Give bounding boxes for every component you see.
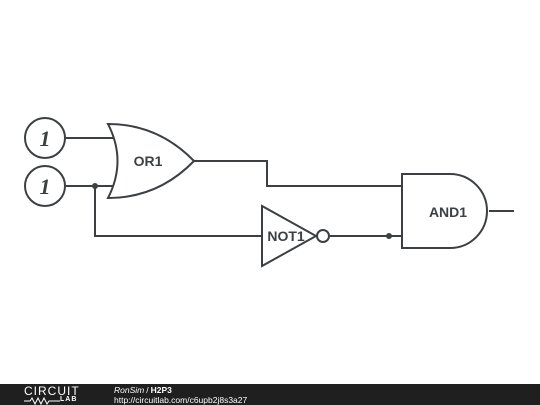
input-source-2[interactable]: 1 <box>24 165 66 207</box>
and-gate-label: AND1 <box>429 204 467 220</box>
or-gate-label: OR1 <box>134 153 163 169</box>
input-source-1[interactable]: 1 <box>24 117 66 159</box>
junction-dot-not-output <box>386 233 392 239</box>
breadcrumb: RonSim/H2P3 <box>114 385 247 395</box>
breadcrumb-separator: / <box>146 385 149 395</box>
or-gate[interactable]: OR1 <box>106 122 196 200</box>
circuit-meta: RonSim/H2P3 http://circuitlab.com/c6upb2… <box>114 385 247 405</box>
resistor-icon <box>24 397 60 405</box>
input-source-2-value: 1 <box>40 174 51 199</box>
circuitlab-logo[interactable]: CIRCUIT LAB <box>24 384 96 405</box>
not-gate[interactable]: NOT1 <box>261 204 330 268</box>
logo-top-text: CIRCUIT <box>24 384 80 398</box>
wires <box>66 137 514 239</box>
wire-input2-to-not <box>94 186 262 237</box>
not-gate-bubble <box>316 229 330 243</box>
wire-or-to-and <box>194 160 402 187</box>
logo-bottom-text: LAB <box>60 396 78 403</box>
and-gate[interactable]: AND1 <box>401 173 488 249</box>
author-link[interactable]: RonSim <box>114 385 145 395</box>
input-source-1-value: 1 <box>40 126 51 151</box>
footer-bar: CIRCUIT LAB RonSim/H2P3 http://circuitla… <box>0 384 540 405</box>
not-gate-label: NOT1 <box>267 228 305 244</box>
junction-dot-input <box>92 183 98 189</box>
circuit-title[interactable]: H2P3 <box>150 385 172 395</box>
circuit-url[interactable]: http://circuitlab.com/c6upb2j8s3a27 <box>114 395 248 405</box>
circuit-schematic: 1 1 OR1 NOT1 AND1 <box>24 117 514 268</box>
